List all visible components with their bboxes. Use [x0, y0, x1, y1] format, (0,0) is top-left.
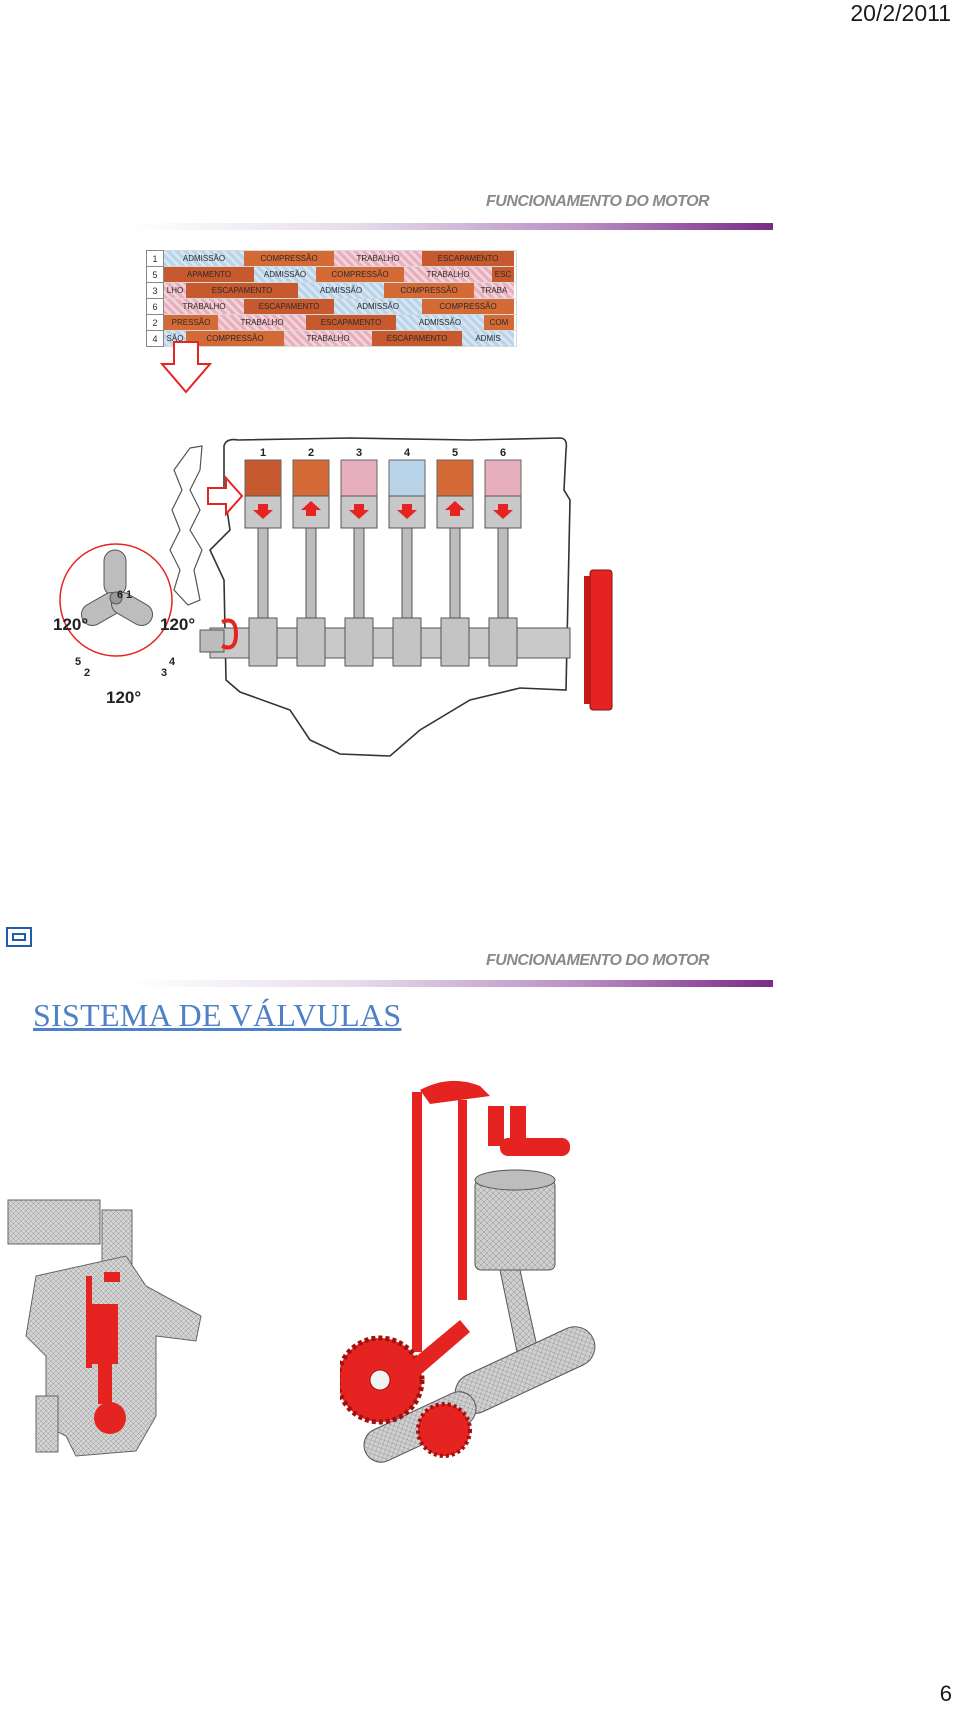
- crank-label-5: 5: [75, 656, 82, 668]
- phase-cell-adm: ADMISSÃO: [164, 251, 244, 266]
- phase-cell-comp: COMPRESSÃO: [244, 251, 334, 266]
- phase-cell-comp: COMPRESSÃO: [384, 283, 474, 298]
- phase-cell-esc: ESCAPAMENTO: [186, 283, 298, 298]
- engine-cutaway-illustration: [7, 1199, 202, 1457]
- cylinder-number-label: 1: [260, 447, 266, 459]
- slide-title-bar-1: [130, 223, 773, 230]
- valve-train-illustration: [340, 1080, 596, 1463]
- date-label: 20/2/2011: [850, 0, 951, 26]
- phase-cell-trab: LHO: [164, 283, 186, 298]
- slide-title-1: FUNCIONAMENTO DO MOTOR: [486, 193, 710, 210]
- phase-cell-adm: ADMISSÃO: [396, 315, 484, 330]
- crank-label-6: 6: [117, 589, 124, 601]
- phase-cell-esc: APAMENTO: [164, 267, 254, 282]
- cylinder-number-label: 2: [308, 447, 314, 459]
- cylinder-number-label: 6: [500, 447, 506, 459]
- cylinder-number-cell: 5: [146, 266, 164, 283]
- phase-cell-trab: TRABALHO: [404, 267, 492, 282]
- phase-cell-trab: TRABALHO: [334, 251, 422, 266]
- phase-cell-adm: ADMIS: [462, 331, 514, 346]
- crank-label-1: 1: [126, 589, 133, 601]
- phase-cell-adm: ADMISSÃO: [298, 283, 384, 298]
- phase-cell-trab: TRABALHO: [164, 299, 244, 314]
- piston-cylinder-5: [436, 459, 474, 667]
- phase-cell-esc: ESCAPAMENTO: [422, 251, 514, 266]
- crank-angle-diagram: [59, 543, 173, 657]
- phase-cell-esc: ESC: [492, 267, 514, 282]
- cylinder-number-cell: 1: [146, 250, 164, 267]
- down-arrow-icon: [159, 341, 213, 394]
- piston-cylinder-4: [388, 459, 426, 667]
- section-heading[interactable]: SISTEMA DE VÁLVULAS: [33, 997, 402, 1033]
- slide-title-bar-2: [130, 980, 773, 987]
- phase-cell-comp: COMPRESSÃO: [422, 299, 514, 314]
- phase-cell-esc: ESCAPAMENTO: [244, 299, 334, 314]
- cylinder-number-label: 3: [356, 447, 362, 459]
- phase-cell-comp: PRESSÃO: [164, 315, 218, 330]
- crank-label-4: 4: [169, 656, 176, 668]
- comment-icon[interactable]: [6, 927, 32, 947]
- slide-title-2: FUNCIONAMENTO DO MOTOR: [486, 952, 710, 969]
- piston-cylinder-3: [340, 459, 378, 667]
- angle-label-right: 120°: [160, 615, 196, 634]
- cylinder-number-cell: 2: [146, 314, 164, 331]
- angle-label-left: 120°: [53, 615, 89, 634]
- crank-label-3: 3: [161, 667, 168, 679]
- phase-cell-comp: COMPRESSÃO: [186, 331, 284, 346]
- page-number: 6: [939, 1681, 952, 1706]
- phase-cell-trab: TRABA: [474, 283, 514, 298]
- phase-cell-trab: TRABALHO: [218, 315, 306, 330]
- phase-cell-adm: ADMISSÃO: [254, 267, 316, 282]
- phase-cell-adm: ADMISSÃO: [334, 299, 422, 314]
- piston-cylinder-6: [484, 459, 522, 667]
- phase-cell-comp: COMPRESSÃO: [316, 267, 404, 282]
- cylinder-number-label: 4: [404, 447, 411, 459]
- phase-cell-comp: COM: [484, 315, 514, 330]
- cylinder-number-cell: 3: [146, 282, 164, 299]
- piston-cylinder-2: [292, 459, 330, 667]
- crank-label-2: 2: [84, 667, 91, 679]
- cylinder-number-cell: 6: [146, 298, 164, 315]
- piston-cylinder-1: [244, 459, 282, 667]
- cylinder-number-label: 5: [452, 447, 458, 459]
- phase-cell-trab: TRABALHO: [284, 331, 372, 346]
- phase-cell-esc: ESCAPAMENTO: [306, 315, 396, 330]
- angle-label-bottom: 120°: [106, 688, 142, 707]
- phase-cell-esc: ESCAPAMENTO: [372, 331, 462, 346]
